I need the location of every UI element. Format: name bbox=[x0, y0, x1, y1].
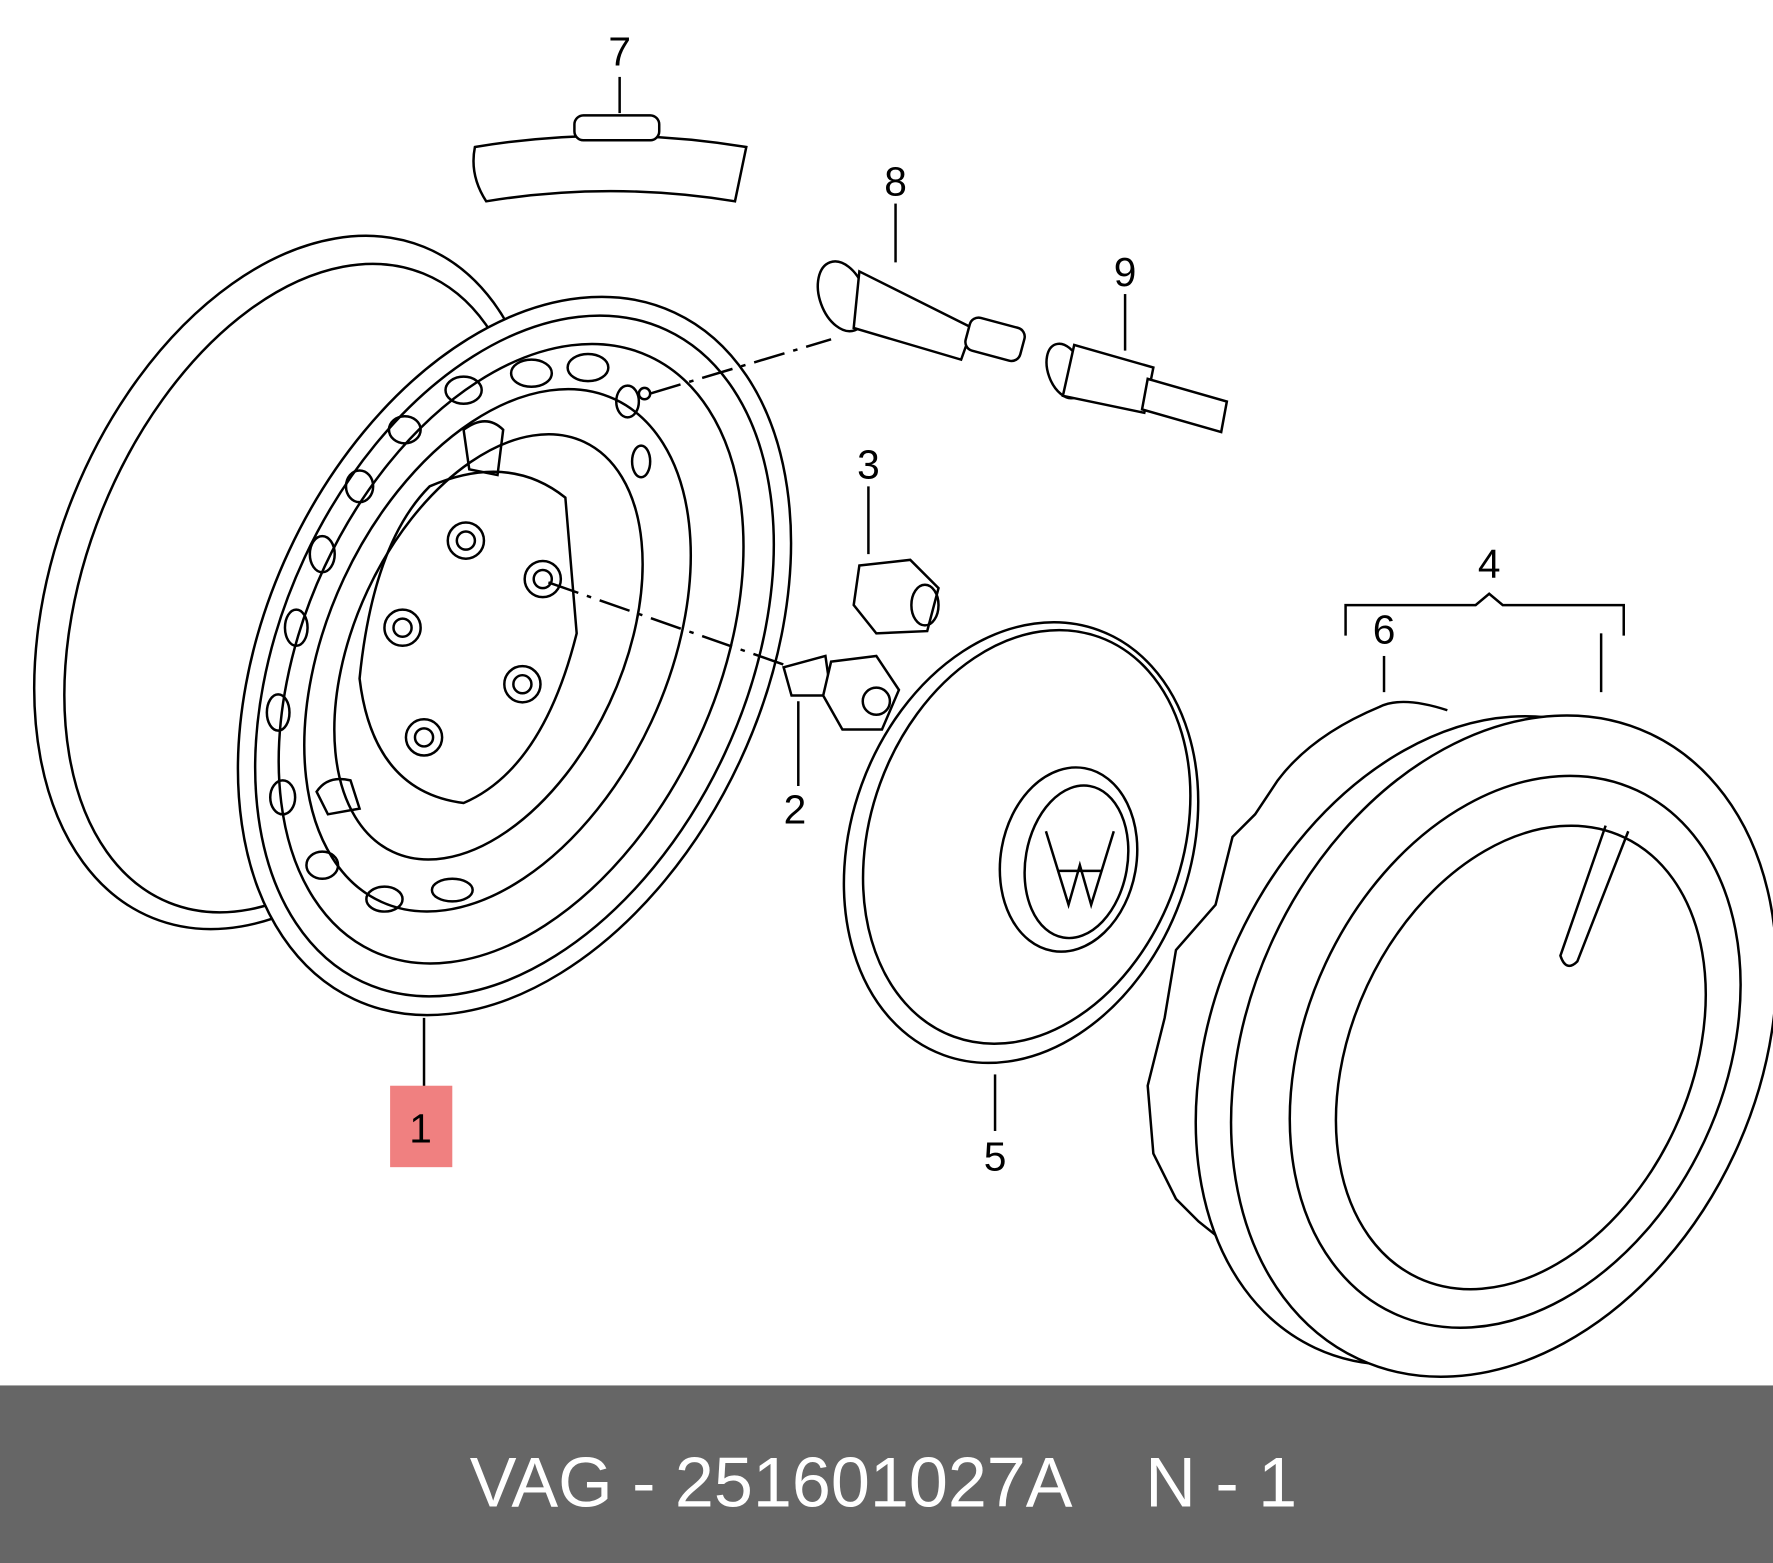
vw-logo bbox=[1044, 830, 1115, 910]
wheel-bolt bbox=[782, 654, 901, 731]
tyre-valve bbox=[816, 260, 1026, 363]
callout-7[interactable]: 7 bbox=[608, 29, 631, 75]
steel-wheel-rim bbox=[32, 234, 793, 1017]
callout-5[interactable]: 5 bbox=[984, 1134, 1007, 1180]
highlight-box bbox=[390, 1085, 453, 1168]
ventilation-holes bbox=[265, 352, 652, 913]
wheel-trim-ring bbox=[1146, 700, 1773, 1378]
callout-3[interactable]: 3 bbox=[857, 441, 880, 487]
wheel-nut bbox=[852, 558, 940, 635]
callout-2[interactable]: 2 bbox=[784, 786, 807, 832]
callout-4[interactable]: 4 bbox=[1478, 541, 1501, 587]
callout-6[interactable]: 6 bbox=[1373, 607, 1396, 653]
hub-cap bbox=[842, 620, 1200, 1065]
position-label: N - 1 bbox=[1145, 1443, 1297, 1521]
valve-stem bbox=[1045, 342, 1229, 434]
wheel-hub bbox=[315, 420, 578, 816]
callout-8[interactable]: 8 bbox=[884, 159, 907, 205]
callout-9[interactable]: 9 bbox=[1114, 249, 1137, 295]
part-number: VAG - 251601027A bbox=[470, 1443, 1073, 1521]
callout-1[interactable]: 1 bbox=[409, 1105, 432, 1151]
footer-bar bbox=[0, 1385, 1773, 1563]
balance-weight bbox=[472, 114, 748, 203]
leader-lines bbox=[422, 76, 1625, 1131]
